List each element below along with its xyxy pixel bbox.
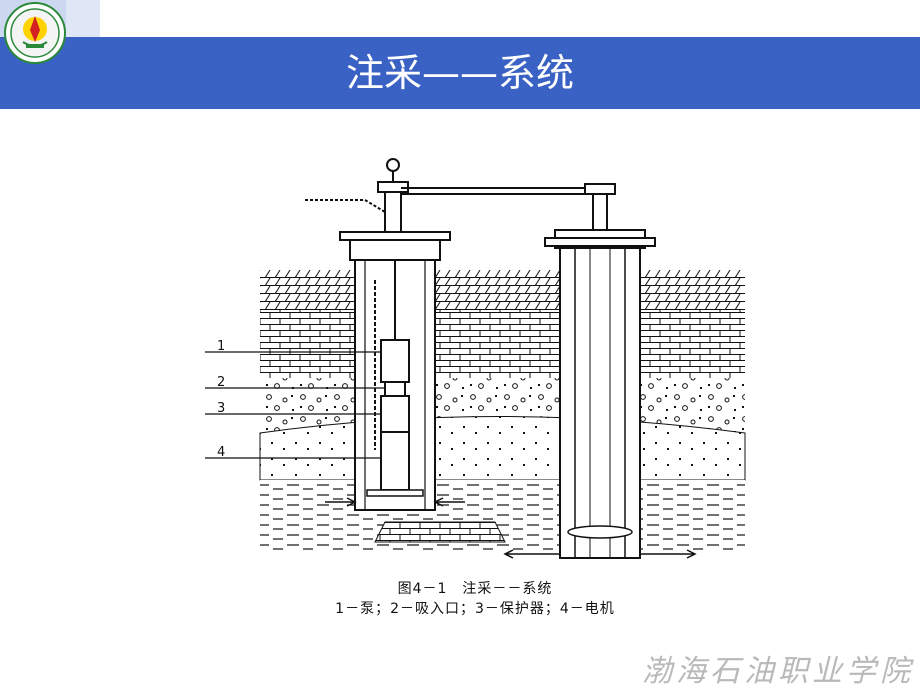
slide-title: 注采——系统 [345, 51, 574, 95]
corner-decoration [66, 0, 100, 37]
callout-3: 3 [205, 401, 381, 416]
figure-caption: 图4－1 注采－－系统 [397, 581, 553, 597]
school-emblem-icon [4, 2, 66, 64]
callout-4: 4 [205, 445, 381, 460]
svg-text:1: 1 [217, 339, 225, 354]
figure-legend: 1－泵；2－吸入口；3－保护器；4－电机 [335, 601, 615, 617]
callout-1: 1 [205, 339, 381, 354]
svg-text:4: 4 [217, 445, 225, 460]
callout-2: 2 [205, 375, 385, 390]
well-system-diagram: 1 2 3 4 [205, 158, 746, 559]
svg-text:2: 2 [217, 375, 225, 390]
school-name-watermark: 渤海石油职业学院 [642, 654, 914, 689]
title-bar: 注采——系统 [0, 37, 920, 109]
svg-text:3: 3 [217, 401, 225, 416]
